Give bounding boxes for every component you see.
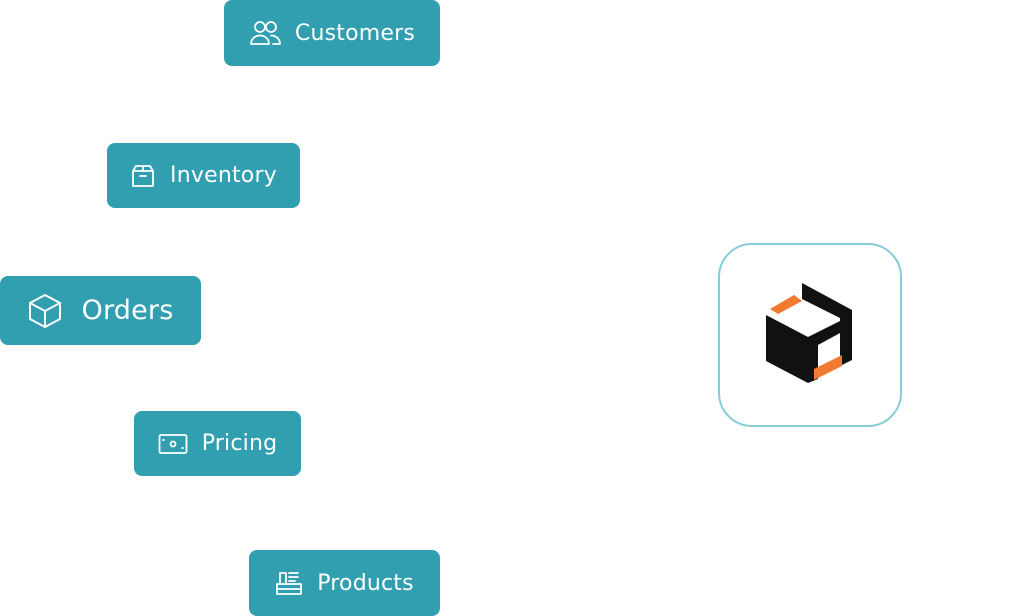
package-cube-icon (28, 293, 62, 329)
inventory-box-icon (130, 163, 156, 189)
node-orders[interactable]: Orders (0, 276, 201, 345)
node-label: Orders (81, 295, 174, 326)
banknote-icon (158, 433, 188, 455)
cube-logo-icon (766, 283, 852, 383)
node-label: Inventory (170, 163, 277, 188)
hub-logo-card (718, 243, 902, 427)
node-products[interactable]: Products (249, 550, 440, 616)
products-icon (275, 570, 303, 596)
node-pricing[interactable]: Pricing (134, 411, 301, 476)
users-icon (249, 19, 281, 47)
node-label: Products (317, 570, 414, 596)
node-label: Customers (294, 20, 416, 46)
node-customers[interactable]: Customers (224, 0, 440, 66)
node-label: Pricing (201, 431, 278, 456)
node-inventory[interactable]: Inventory (107, 143, 300, 208)
